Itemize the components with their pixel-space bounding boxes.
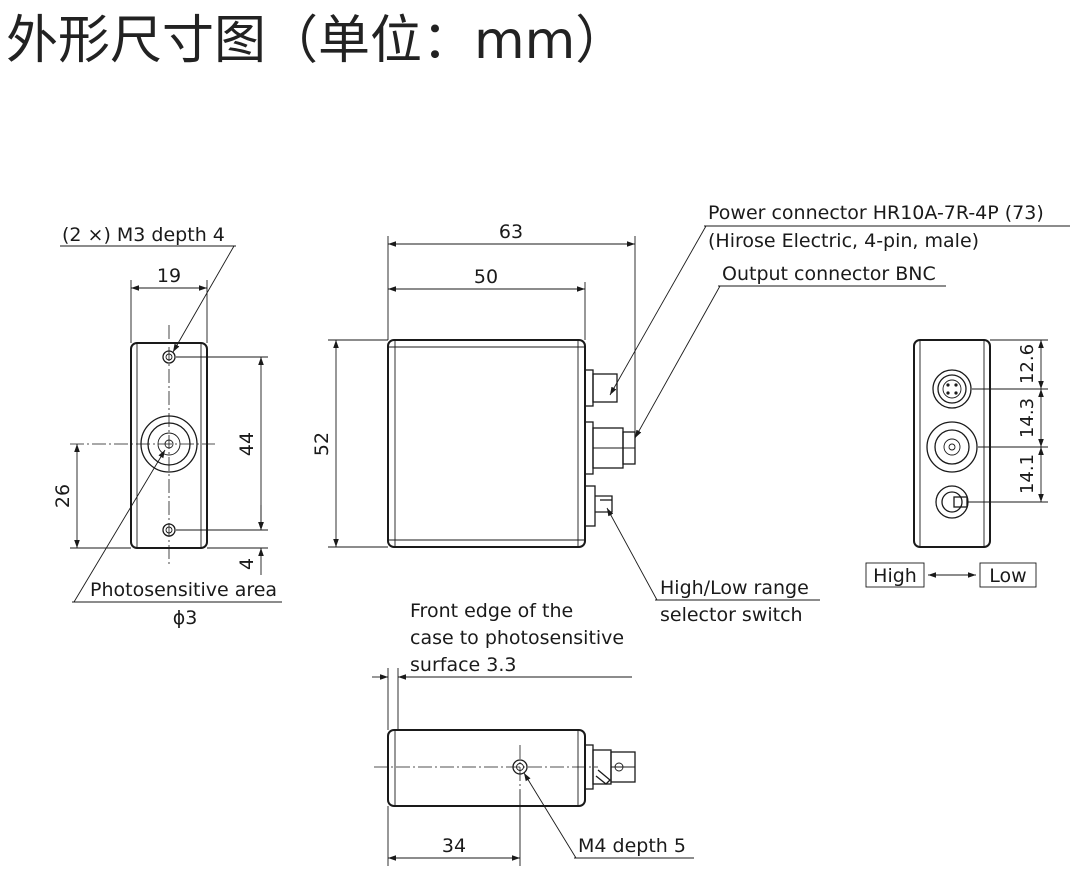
label-switch-line1: High/Low range [660,577,809,599]
rear-view: 12.6 14.3 14.1 High Low [865,339,1048,588]
switch-low-box [979,562,1037,588]
bottom-view: Front edge of the case to photosensitive… [372,600,694,866]
switch-high-box [865,562,925,588]
dim-body-length: 50 [474,266,498,288]
dim-height: 52 [311,432,333,456]
photosensitive-window [140,415,198,473]
dim-rear-bottom: 14.1 [1017,454,1038,494]
side-view-body [387,339,586,548]
dim-bottom-offset: 4 [236,558,258,570]
label-switch-line2: selector switch [660,604,803,626]
side-view: 63 50 52 Power connector HR10A-7R-4P (73… [311,202,1070,626]
dim-hole-position: 34 [442,835,466,857]
rear-bnc-connector [926,421,978,473]
label-sensor-diameter: ϕ3 [173,607,198,629]
range-switch [584,485,596,527]
note-line2: case to photosensitive [410,627,624,649]
dim-rear-middle: 14.3 [1017,398,1038,438]
bottom-view-body [387,729,586,807]
bnc-connector [584,421,594,475]
m4-tapped-hole [512,759,528,775]
rear-power-connector [932,369,972,409]
front-view: 19 44 4 26 (2 ×) M3 depth 4 Photosensiti… [52,224,282,629]
dim-hole-pitch: 44 [236,432,258,456]
label-output-connector: Output connector BNC [722,263,936,285]
label-power-connector-line1: Power connector HR10A-7R-4P (73) [708,202,1044,224]
label-mount-holes: (2 ×) M3 depth 4 [62,224,225,246]
switch-low-label: Low [989,565,1026,587]
power-connector [584,369,594,407]
dim-center-height: 26 [52,484,74,508]
switch-high-label: High [873,565,917,587]
note-line3: surface 3.3 [410,654,516,676]
dim-front-width: 19 [157,265,181,287]
dim-rear-top: 12.6 [1017,344,1038,384]
mount-hole-bottom [162,523,176,537]
dim-total-length: 63 [499,221,523,243]
note-line1: Front edge of the [410,600,573,622]
page-title: 外形尺寸图（单位：mm） [6,11,627,71]
mount-hole-top [162,350,176,364]
rear-view-body [913,339,991,548]
label-photosensitive-area: Photosensitive area [90,579,277,601]
label-power-connector-line2: (Hirose Electric, 4-pin, male) [708,230,979,252]
label-tapped-hole: M4 depth 5 [578,835,686,857]
